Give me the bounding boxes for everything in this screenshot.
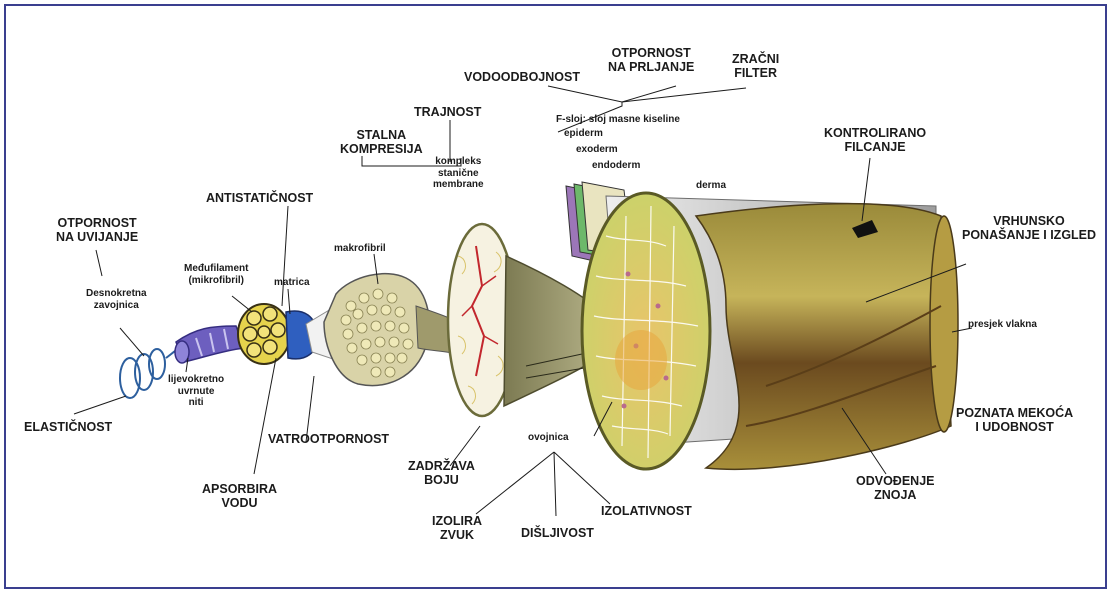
label-lijevokretno-uvrnute-niti: lijevokretno uvrnute niti	[168, 374, 224, 409]
twisted-strand	[175, 326, 244, 363]
wool-fiber-illustration	[6, 6, 1107, 589]
label-zracni-filter: ZRAČNI FILTER	[732, 52, 779, 81]
label-otpornost-na-prljanje: OTPORNOST NA PRLJANJE	[608, 46, 694, 75]
label-stalna-kompresija: STALNA KOMPRESIJA	[340, 128, 423, 157]
label-izolira-zvuk: IZOLIRA ZVUK	[432, 514, 482, 543]
label-medufilament: Međufilament (mikrofibril)	[184, 263, 248, 286]
label-epiderm: epiderm	[564, 128, 603, 140]
fiber-outer-body	[696, 204, 958, 470]
label-exoderm: exoderm	[576, 144, 618, 156]
diagram-frame: VODOODBOJNOST OTPORNOST NA PRLJANJE ZRAČ…	[4, 4, 1107, 589]
label-endoderm: endoderm	[592, 160, 640, 172]
label-kompleks-stanicne-membrane: kompleks stanične membrane	[433, 156, 484, 191]
label-vatrootpornost: VATROOTPORNOST	[268, 432, 389, 446]
label-ovojnica: ovojnica	[528, 432, 569, 444]
label-izolativnost: IZOLATIVNOST	[601, 504, 692, 518]
label-apsorbira-vodu: APSORBIRA VODU	[202, 482, 277, 511]
label-matrica: matrica	[274, 277, 310, 289]
label-f-sloj: F-sloj: sloj masne kiseline	[556, 114, 680, 126]
label-otpornost-na-uvijanje: OTPORNOST NA UVIJANJE	[56, 216, 138, 245]
fiber-cross-section	[582, 193, 710, 469]
label-odvodenje-znoja: ODVOĐENJE ZNOJA	[856, 474, 935, 503]
label-kontrolirano-filcanje: KONTROLIRANO FILCANJE	[824, 126, 926, 155]
label-vodoodbojnost: VODOODBOJNOST	[464, 70, 580, 84]
label-desnokretna-zavojnica: Desnokretna zavojnica	[86, 288, 147, 311]
label-zadrzava-boju: ZADRŽAVA BOJU	[408, 459, 475, 488]
label-disljivost: DIŠLJIVOST	[521, 526, 594, 540]
label-elasticnost: ELASTIČNOST	[24, 420, 112, 434]
label-vrhunsko-ponasanje: VRHUNSKO PONAŠANJE I IZGLED	[962, 214, 1096, 243]
label-trajnost: TRAJNOST	[414, 105, 481, 119]
label-antistaticnost: ANTISTATIČNOST	[206, 191, 313, 205]
label-poznata-mekoca: POZNATA MEKOĆA I UDOBNOST	[956, 406, 1073, 435]
microfibril-bundle	[238, 304, 290, 364]
label-presjek-vlakna: presjek vlakna	[968, 319, 1037, 331]
label-derma: derma	[696, 180, 726, 192]
macrofibril	[324, 274, 429, 386]
label-makrofibril: makrofibril	[334, 243, 386, 255]
